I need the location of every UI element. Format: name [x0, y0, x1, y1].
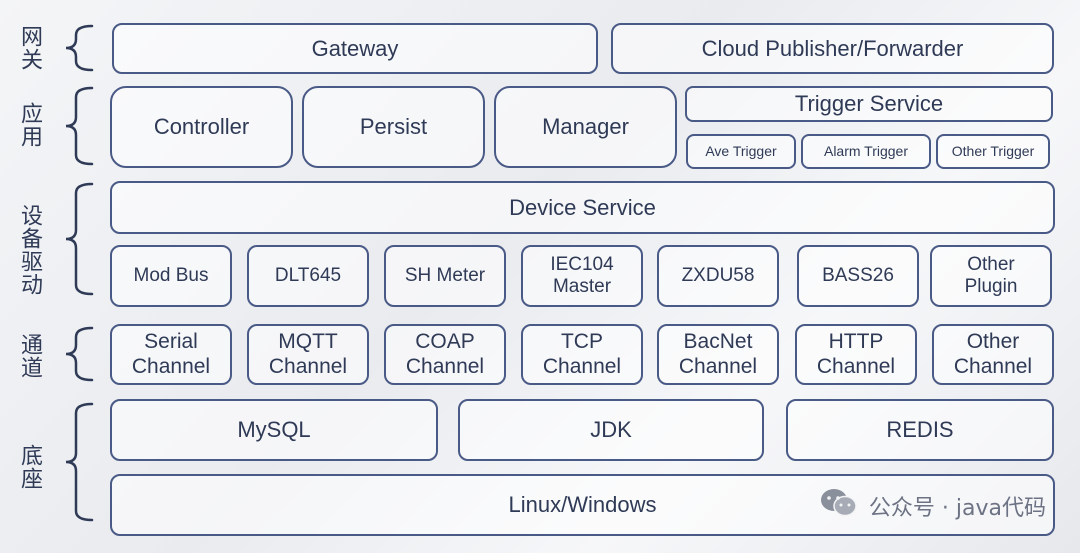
plugin-other: Other Plugin — [930, 245, 1052, 307]
alarm-trigger-box: Alarm Trigger — [801, 134, 931, 169]
manager-box: Manager — [494, 86, 677, 168]
plugin-bass26: BASS26 — [797, 245, 919, 307]
device-service-box: Device Service — [110, 181, 1055, 234]
trigger-service-box: Trigger Service — [685, 86, 1053, 122]
plugin-zxdu58: ZXDU58 — [657, 245, 779, 307]
channel-coap: COAP Channel — [384, 324, 506, 385]
brace-gateway — [58, 24, 98, 72]
channel-serial: Serial Channel — [110, 324, 232, 385]
channel-tcp: TCP Channel — [521, 324, 643, 385]
redis-box: REDIS — [786, 399, 1054, 461]
channel-bacnet: BacNet Channel — [657, 324, 779, 385]
mysql-box: MySQL — [110, 399, 438, 461]
cloud-publisher-box: Cloud Publisher/Forwarder — [611, 23, 1054, 74]
plugin-modbus: Mod Bus — [110, 245, 232, 307]
persist-box: Persist — [302, 86, 485, 168]
watermark: 公众号 · java代码 — [819, 487, 1046, 525]
plugin-iec104-master: IEC104 Master — [521, 245, 643, 307]
channel-http: HTTP Channel — [795, 324, 917, 385]
channel-mqtt: MQTT Channel — [247, 324, 369, 385]
controller-box: Controller — [110, 86, 293, 168]
brace-application — [58, 86, 98, 166]
layer-label-application: 应用 — [17, 102, 42, 148]
layer-label-channel: 通道 — [17, 333, 42, 379]
layer-label-gateway: 网关 — [17, 25, 42, 71]
watermark-text: 公众号 · java代码 — [868, 496, 1046, 521]
brace-channel — [58, 326, 98, 382]
plugin-dlt645: DLT645 — [247, 245, 369, 307]
layer-label-device-driver: 设备驱动 — [17, 204, 42, 296]
other-trigger-box: Other Trigger — [936, 134, 1050, 169]
jdk-box: JDK — [458, 399, 764, 461]
os-box: Linux/Windows — [110, 474, 1055, 536]
wechat-icon — [819, 487, 859, 525]
ave-trigger-box: Ave Trigger — [686, 134, 796, 169]
layer-label-base: 底座 — [17, 444, 42, 490]
channel-other: Other Channel — [932, 324, 1054, 385]
brace-device-driver — [58, 182, 98, 296]
gateway-box: Gateway — [112, 23, 598, 74]
plugin-sh-meter: SH Meter — [384, 245, 506, 307]
brace-base — [58, 402, 98, 522]
